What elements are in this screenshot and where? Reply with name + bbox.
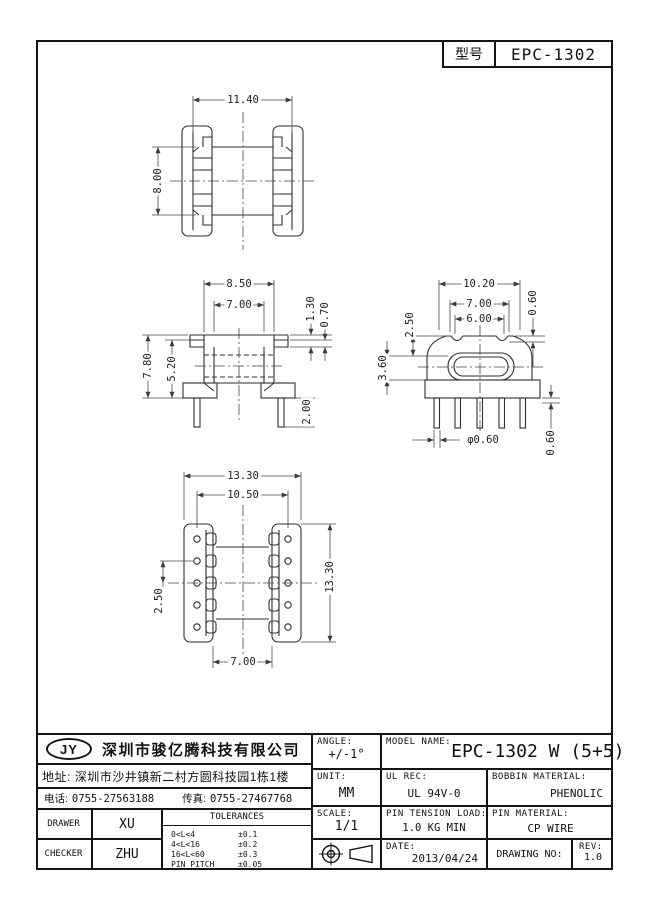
model-number-box: 型号 EPC-1302 [442,40,613,68]
dim-front-body-height: 5.20 [166,354,178,384]
tolerance-range: 0<L<4 [171,830,196,839]
scale-value: 1/1 [334,819,359,834]
rev-label: REV: [579,842,603,852]
checker-label-cell: CHECKER [36,840,93,870]
pin-tension-value: 1.0 KG MIN [402,822,466,834]
model-number-value: EPC-1302 [510,44,597,64]
company-cell: JY 深圳市骏亿腾科技有限公司 [36,735,313,765]
drawer-label-cell: DRAWER [36,810,93,840]
ul-rec-cell: UL REC: UL 94V-0 [382,770,488,807]
unit-label: UNIT: [317,772,347,782]
bobbin-material-value: PHENOLIC [550,787,603,800]
model-name-cell: MODEL NAME: EPC-1302 W (5+5) [382,735,625,770]
tolerance-value: ±0.1 [238,830,258,839]
drawing-no-cell: DRAWING NO: [488,840,573,870]
rev-value: 1.0 [583,852,603,863]
company-logo: JY [46,738,92,760]
bobbin-material-cell: BOBBIN MATERIAL: PHENOLIC [488,770,613,807]
tolerance-range: 16<L<60 [171,850,205,859]
title-block: JY 深圳市骏亿腾科技有限公司 地址: 深圳市沙井镇新二村方圆科技园1栋1楼 电… [36,733,625,870]
angle-cell: ANGLE: +/-1° [313,735,382,770]
view-top-linework [170,112,316,250]
tolerance-range: PIN PITCH [171,860,215,869]
dim-bottom-pin-span: 10.50 [225,489,261,501]
dim-front-window-width: 7.00 [224,299,254,311]
dim-bottom-pin-pitch: 2.50 [153,586,165,616]
angle-label: ANGLE: [317,737,353,747]
checker-value-cell: ZHU [93,840,163,870]
view-front-linework [182,328,296,428]
company-name: 深圳市骏亿腾科技有限公司 [102,741,301,759]
dim-bottom-height: 13.30 [324,559,336,595]
model-name-value: EPC-1302 W (5+5) [451,741,625,762]
rev-cell: REV: 1.0 [573,840,613,870]
tolerance-value: ±0.2 [238,840,258,849]
tolerances-title: TOLERANCES [163,810,311,826]
phone-label: 电话: [44,793,68,805]
pin-tension-label: PIN TENSION LOAD: [386,809,487,819]
ul-rec-value: UL 94V-0 [407,787,461,800]
dim-bottom-length: 13.30 [225,470,261,482]
third-angle-projection-icon [318,842,373,866]
date-label: DATE: [386,842,416,852]
bobbin-material-label: BOBBIN MATERIAL: [492,772,587,782]
ul-rec-label: UL REC: [386,772,428,782]
dim-side-width-inner: 6.00 [464,313,494,325]
drawer-value-cell: XU [93,810,163,840]
pin-tension-cell: PIN TENSION LOAD: 1.0 KG MIN [382,807,488,840]
view-bottom-linework [168,505,318,662]
view-side-linework [418,325,545,442]
dim-side-overall-width: 10.20 [461,278,497,290]
tolerance-value: ±0.3 [238,850,258,859]
view-bottom-dimensions [160,472,336,668]
unit-value: MM [338,786,355,801]
dim-side-width-outer: 7.00 [464,298,494,310]
pin-material-cell: PIN MATERIAL: CP WIRE [488,807,613,840]
dim-top-width: 11.40 [225,94,261,106]
unit-cell: UNIT: MM [313,770,382,807]
phone-fax-cell: 电话: 0755-27563188 传真: 0755-27467768 [36,789,313,810]
dim-front-pin-length: 2.00 [301,397,313,427]
dim-front-wing-total: 1.30 [305,294,317,324]
address-cell: 地址: 深圳市沙井镇新二村方圆科技园1栋1楼 [36,765,313,789]
view-top-dimensions [152,96,293,216]
dim-side-top-to-core: 2.50 [404,310,416,340]
tolerances-cell: TOLERANCES 0<L<4 ±0.1 4<L<16 ±0.2 16<L<6… [163,810,313,870]
dim-side-core-height: 3.60 [377,353,389,383]
date-cell: DATE: 2013/04/24 [382,840,488,870]
projection-cell [313,840,382,870]
dim-front-total-height: 7.80 [142,351,154,381]
pin-material-label: PIN MATERIAL: [492,809,569,819]
phone-value: 0755-27563188 [71,792,155,805]
dim-top-height: 8.00 [152,166,164,196]
dim-bottom-body-width: 7.00 [228,656,258,668]
pin-material-value: CP WIRE [527,822,574,835]
model-number-label: 型号 [444,42,496,66]
date-value: 2013/04/24 [411,852,478,865]
tolerance-range: 4<L<16 [171,840,200,849]
dim-front-wing-step: 0.70 [319,300,331,330]
scale-cell: SCALE: 1/1 [313,807,382,840]
tolerance-value: ±0.05 [238,860,263,869]
dim-side-standoff: 0.60 [545,428,557,458]
fax-value: 0755-27467768 [210,792,293,805]
dim-front-flange-width: 8.50 [224,278,254,290]
fax-label: 传真: [182,793,207,805]
address-value: 深圳市沙井镇新二村方圆科技园1栋1楼 [74,769,290,784]
dim-side-pin-diameter: φ0.60 [465,434,501,446]
scale-label: SCALE: [317,809,353,819]
model-name-label: MODEL NAME: [386,737,452,747]
dim-side-notch-depth: 0.60 [527,288,539,318]
angle-value: +/-1° [328,747,365,761]
address-label: 地址: [42,769,71,784]
